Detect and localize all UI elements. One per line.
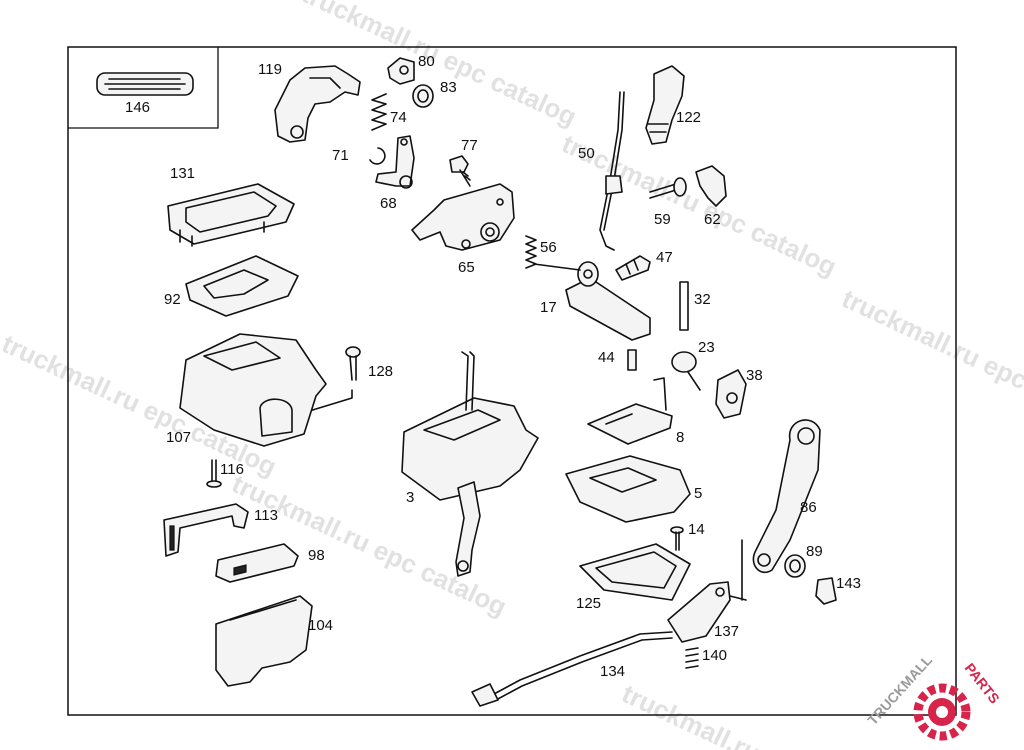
truckmall-parts-logo: TRUCKMALL PARTS [864,652,1003,741]
part-86-graphic [752,419,821,574]
label-74: 74 [390,109,407,126]
gear-logo-icon [913,683,971,741]
label-107: 107 [166,429,191,446]
label-146: 146 [125,99,150,116]
part-62-graphic [695,165,727,207]
label-128: 128 [368,363,393,380]
label-92: 92 [164,291,181,308]
label-143: 143 [836,575,861,592]
label-104: 104 [308,617,333,634]
part-5-graphic [565,455,691,523]
label-68: 68 [380,195,397,212]
label-44: 44 [598,349,615,366]
part-137-graphic [667,539,747,643]
label-14: 14 [688,521,705,538]
label-137: 137 [714,623,739,640]
part-146-graphic [96,72,194,96]
diagram-frame [67,46,957,716]
label-17: 17 [540,299,557,316]
part-23-graphic [671,351,701,391]
label-131: 131 [170,165,195,182]
part-38-graphic [715,369,747,419]
part-98-graphic [215,543,299,583]
part-74-spring-graphic [371,93,387,131]
part-8-graphic [587,377,673,445]
watermark-5: truckmall.ru epc [837,283,1024,395]
label-47: 47 [656,249,673,266]
part-125-graphic [579,543,691,601]
logo-text-b: PARTS [962,660,1003,706]
part-116-graphic [206,459,222,488]
part-47-graphic [615,255,651,281]
label-113: 113 [254,507,278,524]
watermark-1: truckmall.ru epc catalog [297,0,581,132]
part-44-graphic [627,349,637,371]
label-89: 89 [806,543,823,560]
part-104-graphic [215,595,313,687]
part-122-graphic [645,65,685,145]
label-116: 116 [220,461,244,478]
part-131-graphic [167,183,295,247]
label-38: 38 [746,367,763,384]
part-80-graphic [387,57,415,85]
part-71-graphic [369,147,386,165]
label-122: 122 [676,109,701,126]
part-32-graphic [679,281,689,331]
part-107-graphic [179,333,327,447]
part-119-graphic [274,65,361,143]
part-14-graphic [670,526,684,551]
part-128-graphic [305,346,361,413]
label-125: 125 [576,595,601,612]
label-134: 134 [600,663,625,680]
logo-text-a: TRUCKMALL [864,652,935,728]
label-23: 23 [698,339,715,356]
watermark-6: truckmall.ru [617,678,765,750]
label-62: 62 [704,211,721,228]
label-32: 32 [694,291,711,308]
part-50-graphic [599,91,625,251]
part-92-graphic [185,255,299,317]
part-89-graphic [784,554,806,578]
part-77-graphic [449,155,471,187]
label-77: 77 [461,137,478,154]
part-68-graphic [375,135,415,189]
label-119: 119 [258,61,282,78]
inset-box [68,47,219,129]
label-8: 8 [676,429,684,446]
label-80: 80 [418,53,435,70]
label-50: 50 [578,145,595,162]
part-113-graphic [163,503,249,557]
label-59: 59 [654,211,671,228]
part-17-graphic [533,261,651,341]
label-56: 56 [540,239,557,256]
part-3-graphic [401,351,539,577]
label-86: 86 [800,499,817,516]
part-134-graphic [471,631,673,707]
label-5: 5 [694,485,702,502]
callout-labels: 146 119 80 83 74 71 68 77 65 56 50 122 5… [125,53,861,680]
part-56-spring-graphic [525,235,537,269]
label-98: 98 [308,547,325,564]
part-143-graphic [815,577,837,605]
label-71: 71 [332,147,349,164]
watermark-2: truckmall.ru epc catalog [557,128,841,282]
part-65-graphic [411,183,515,251]
part-59-graphic [649,177,687,199]
label-140: 140 [702,647,727,664]
label-65: 65 [458,259,475,276]
label-83: 83 [440,79,457,96]
part-140-graphic [685,647,699,669]
label-3: 3 [406,489,414,506]
part-83-graphic [412,84,434,108]
